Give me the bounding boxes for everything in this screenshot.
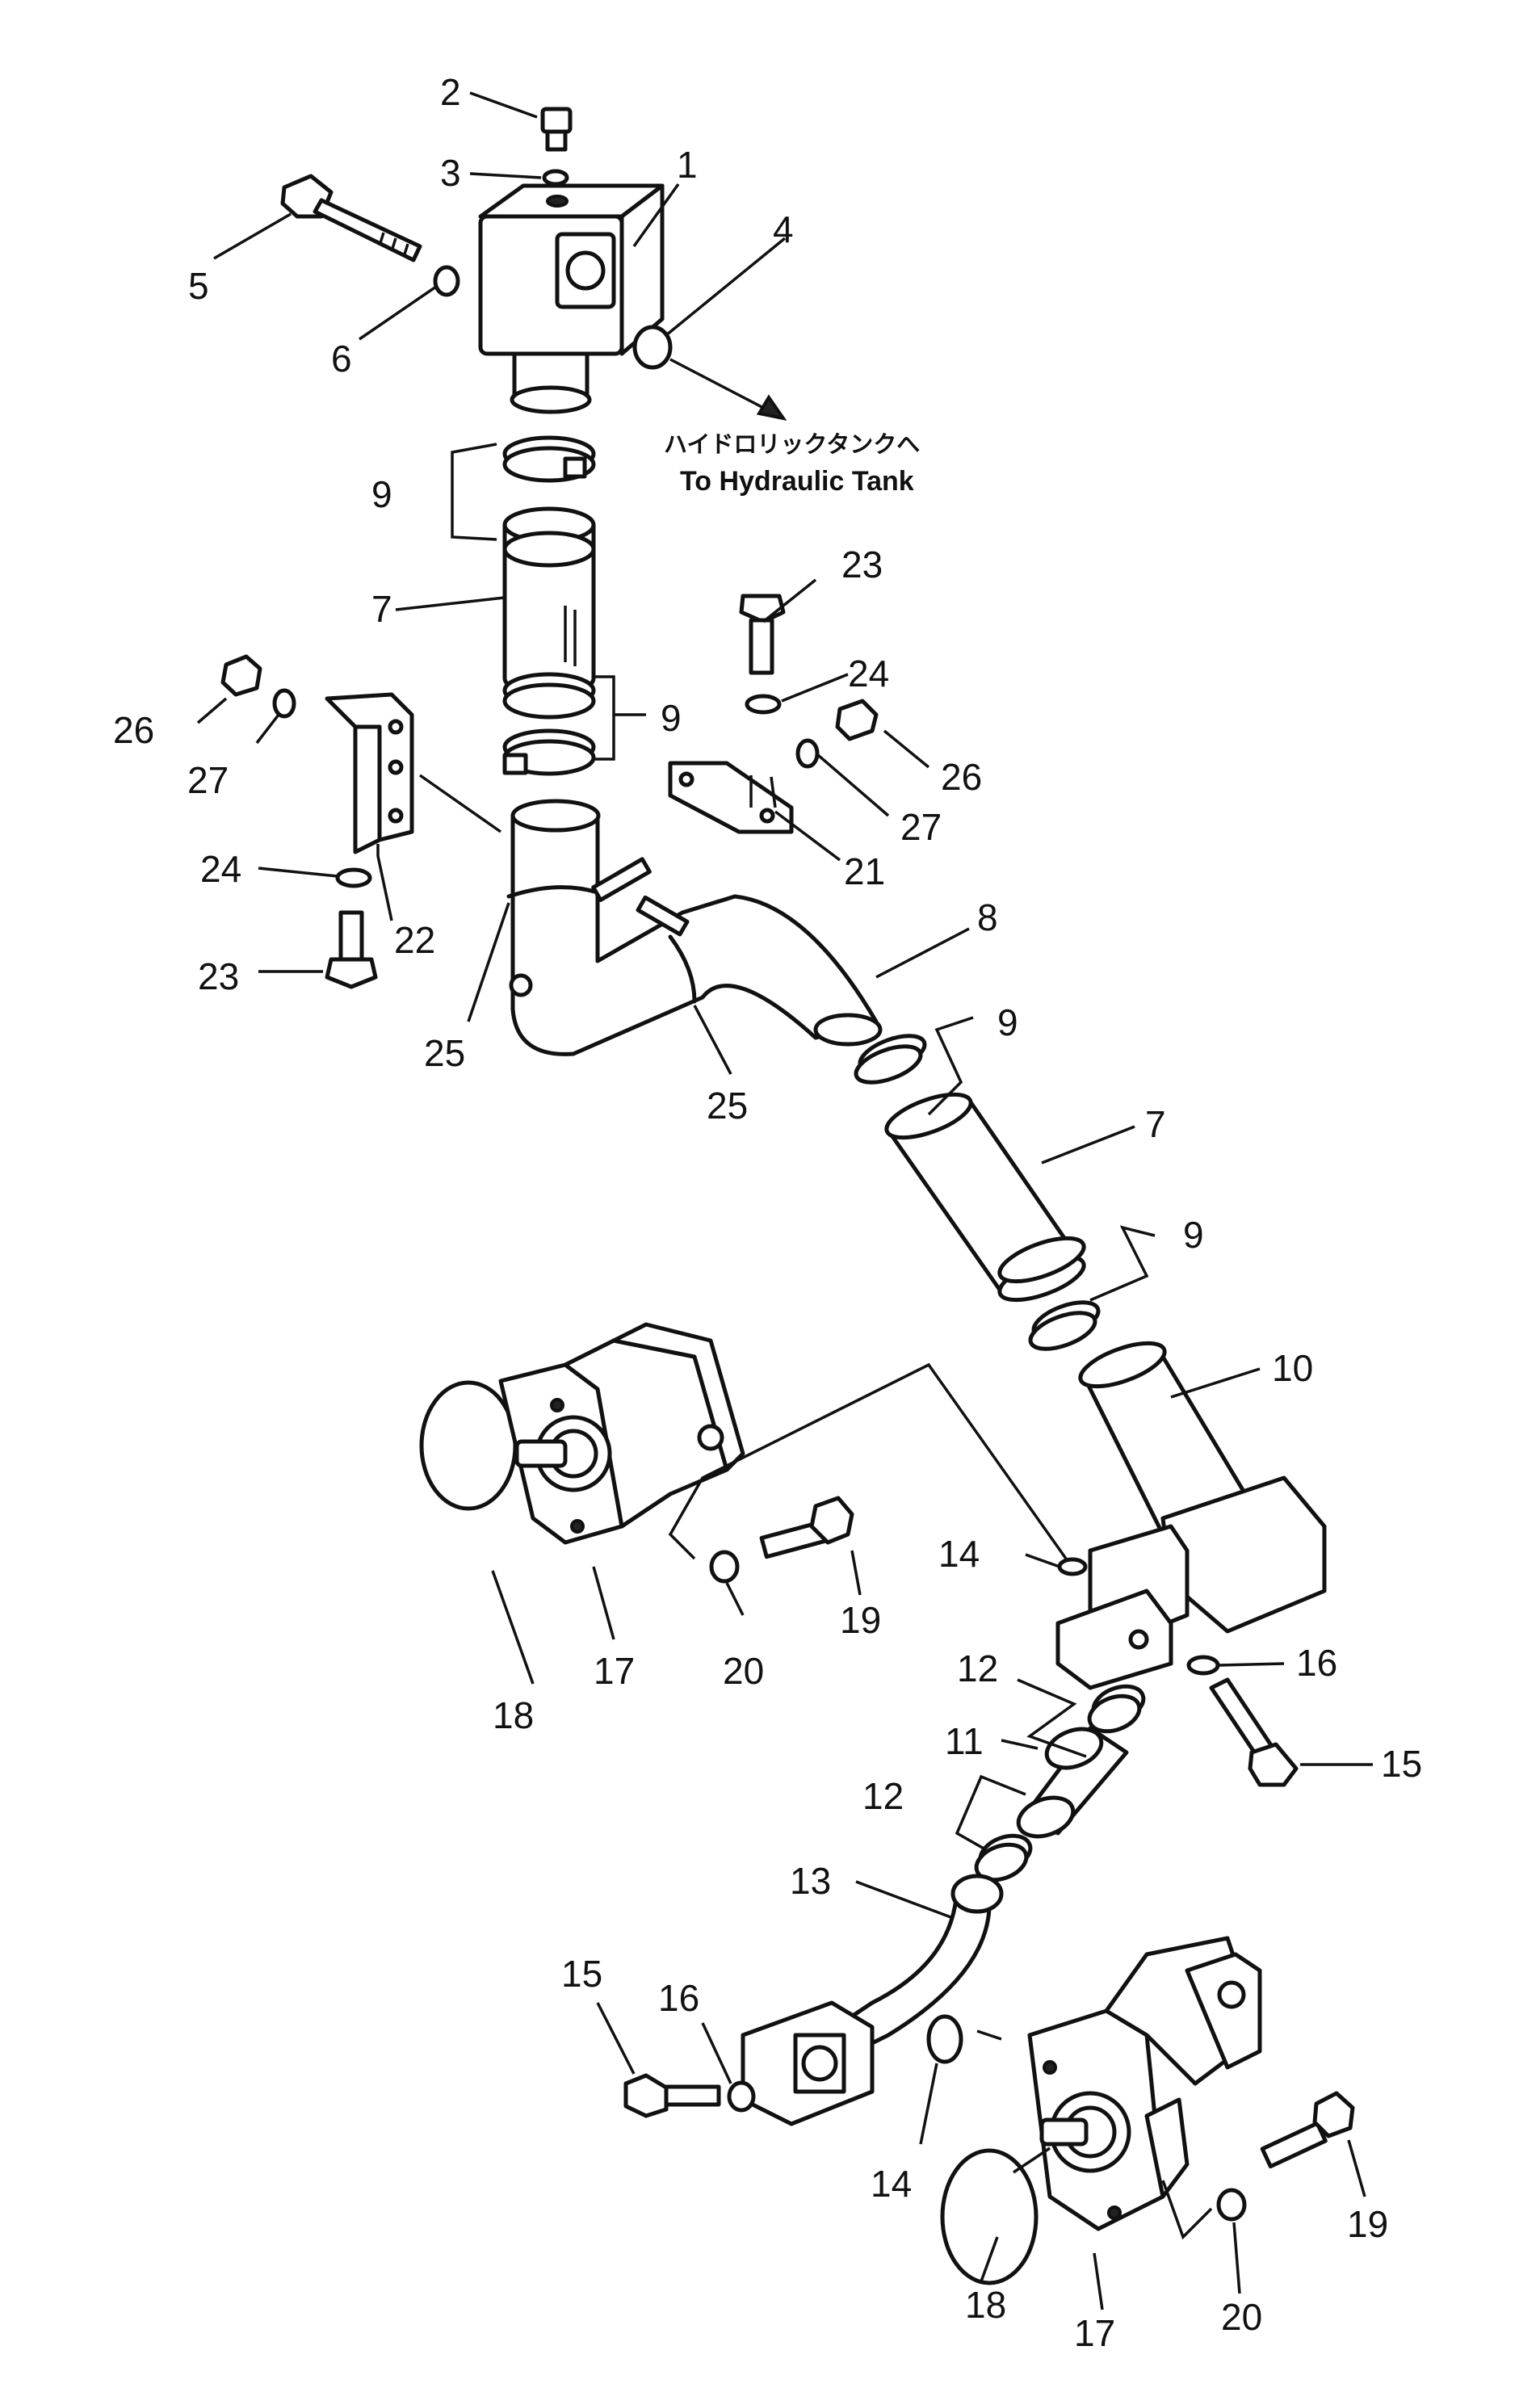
callout-23-a: 23 [198,955,239,997]
part-21-bracket [668,761,794,834]
hose-clamp-9-mid-1 [854,1034,927,1085]
callout-21: 21 [844,850,885,892]
callout-7-a: 7 [371,588,392,630]
callout-27-b: 27 [900,806,942,848]
callout-2: 2 [440,71,461,113]
note-english: To Hydraulic Tank [680,466,914,497]
callout-16-a: 16 [1296,1642,1337,1684]
callout-14-b: 14 [871,2163,912,2205]
hose-clamp-9-upper-1 [502,435,596,483]
callout-11: 11 [945,1720,984,1762]
callout-27-a: 27 [187,759,229,801]
callout-9-a: 9 [371,473,392,515]
flow-arrow [669,358,787,421]
callout-1: 1 [677,144,698,186]
callout-24-a: 24 [200,848,241,890]
part-7-hose-lower [884,1092,1086,1303]
callout-19-a: 19 [840,1599,881,1641]
part-1-elbow-block [478,183,665,414]
callout-14-a: 14 [938,1533,980,1575]
hose-clamp-9-upper-2 [502,672,596,720]
callout-17-b: 17 [1074,2312,1115,2354]
part-23-bolt-left [325,910,378,989]
part-19-bolt-lower [1260,2091,1355,2169]
part-27-washer-right [795,738,820,769]
callout-4: 4 [773,208,794,250]
part-16-washer-right [1186,1655,1220,1676]
part-12-clamp-lower [974,1833,1033,1882]
callout-5: 5 [188,265,209,307]
part-25-pipe-clamp-2 [636,895,697,1004]
part-7-hose-upper [502,506,596,697]
part-19-bolt-upper [759,1496,854,1559]
part-3-o-ring [542,169,569,187]
part-17-gear-pump-lower [1027,1936,1262,2231]
part-14-o-ring-upper [1057,1557,1088,1576]
callout-6: 6 [331,338,352,380]
callout-20-b: 20 [1221,2296,1262,2338]
part-26-nut-left [220,654,262,697]
callout-7-b: 7 [1145,1103,1166,1145]
part-12-clamp-upper [1087,1684,1146,1734]
part-8-elbow-pipe [509,799,883,1056]
callout-18-b: 18 [965,2284,1006,2326]
callout-25-b: 25 [707,1085,748,1127]
part-4-o-ring [632,325,673,370]
part-11-short-hose [1016,1726,1129,1839]
callout-15-a: 15 [1381,1743,1422,1785]
callout-12-a: 12 [957,1647,998,1689]
part-6-washer [433,265,460,297]
hose-clamp-9-mid-2 [1028,1300,1101,1351]
part-27-washer-left [272,688,296,719]
part-23-bolt-right [739,594,786,675]
callout-26-b: 26 [941,756,982,798]
callout-12-b: 12 [862,1775,904,1817]
callout-15-b: 15 [561,1953,602,1995]
callout-labels: 1 2 3 4 5 6 9 7 9 26 27 24 22 23 25 25 2… [113,71,1422,2354]
callout-8: 8 [977,896,998,938]
part-18-o-ring-upper [419,1380,518,1511]
note-japanese: ハイドロリックタンクへ [664,430,920,458]
part-17-gear-pump-upper [498,1322,745,1545]
callout-9-d: 9 [1183,1214,1204,1256]
part-2-plug [540,107,573,152]
callout-25-a: 25 [424,1032,465,1074]
callout-22: 22 [394,919,435,961]
callout-16-b: 16 [658,1977,699,2019]
callout-10: 10 [1272,1347,1313,1389]
hose-clamp-9-upper-3 [502,728,596,776]
part-16-washer-left [727,2080,756,2113]
callout-3: 3 [440,152,461,194]
part-20-washer-lower [1216,2188,1247,2222]
part-18-o-ring-lower [940,2148,1039,2285]
part-14-o-ring-lower [926,2014,963,2064]
callout-23-b: 23 [841,543,883,585]
part-24-washer-right [745,694,782,715]
part-15-bolt-right [1209,1677,1299,1787]
callout-18-a: 18 [493,1694,534,1736]
callout-13: 13 [790,1860,831,1902]
callout-26-a: 26 [113,709,154,751]
part-20-washer-upper [709,1550,740,1584]
callout-9-b: 9 [661,697,682,739]
part-22-bracket [325,692,414,854]
callout-19-b: 19 [1347,2203,1388,2245]
callout-20-a: 20 [723,1650,764,1692]
callout-17-a: 17 [594,1650,635,1692]
part-25-pipe-clamp-1 [506,857,652,902]
part-26-nut-right [835,699,879,741]
part-13-bent-pipe [741,1874,1004,2126]
callout-9-c: 9 [997,1001,1018,1043]
part-15-bolt-left [623,2073,721,2118]
callout-24-b: 24 [848,653,889,695]
part-5-bolt [280,174,422,262]
part-24-washer-left [335,867,372,888]
leader-lines [196,91,1373,2310]
part-10-elbow-block [1055,1341,1327,1690]
